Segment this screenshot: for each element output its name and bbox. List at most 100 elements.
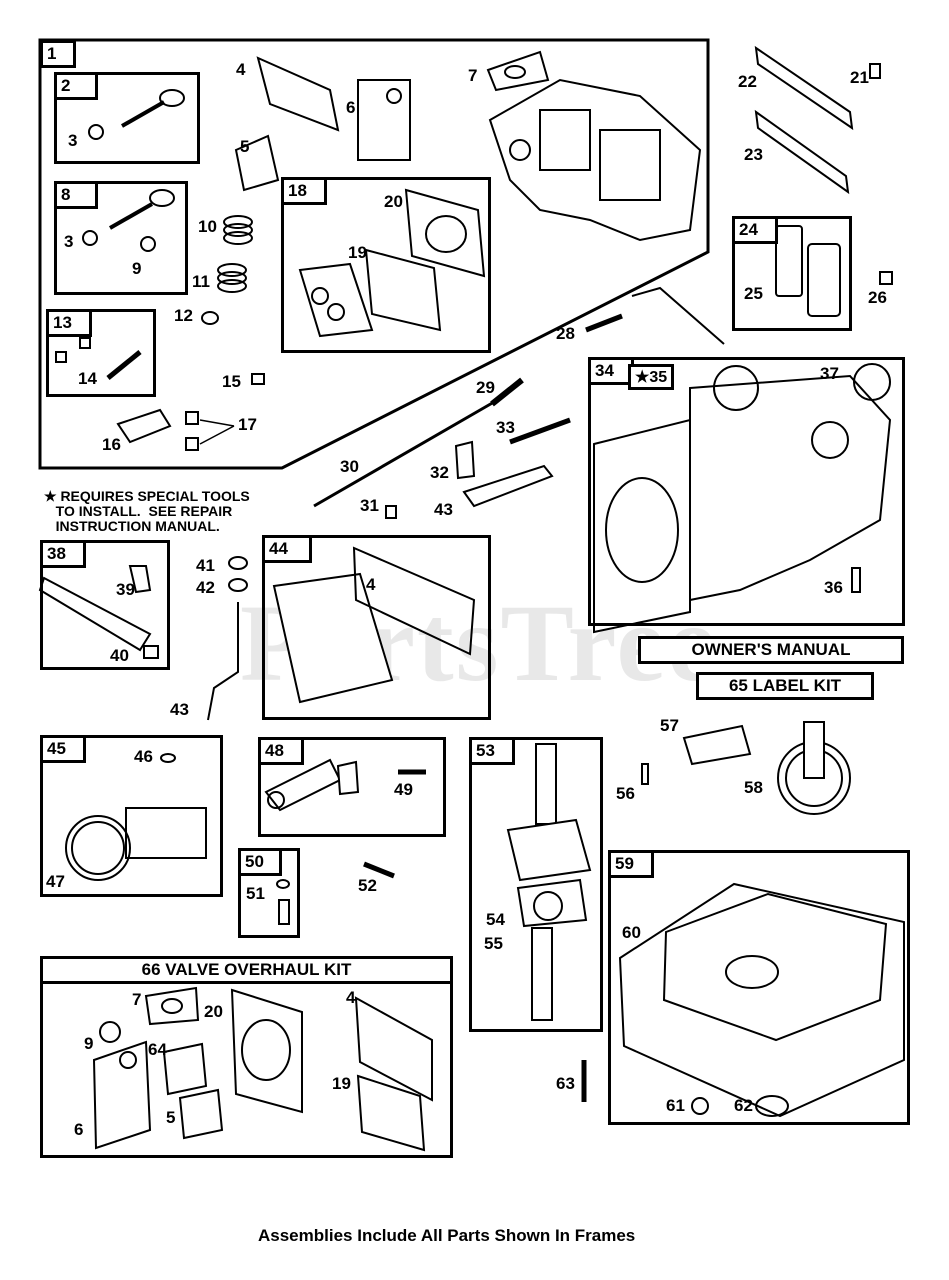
- part-43-rod-icon: [207, 602, 239, 721]
- part-16-rocker-icon: [116, 408, 172, 444]
- callout: 12: [174, 306, 193, 325]
- part-20-head-gasket-icon: [404, 188, 486, 278]
- frame-59: [608, 850, 910, 1125]
- callout: 33: [496, 418, 515, 437]
- frame-tag-45: 45: [40, 735, 86, 763]
- part-42-washer-icon: [228, 578, 248, 592]
- kit-19-gasket-icon: [356, 1074, 426, 1152]
- part-19-gasket-icon: [364, 248, 442, 332]
- callout: 10: [198, 217, 217, 236]
- callout: 47: [46, 872, 65, 891]
- callout: 55: [484, 934, 503, 953]
- part-2-valve-icon: [88, 89, 185, 140]
- part-7-gasket-icon: [486, 50, 550, 92]
- part-52-bolt-icon: [363, 861, 395, 879]
- part-30-rod-icon: [313, 400, 495, 508]
- part-44-muffler-icon: [272, 572, 394, 704]
- part-6-shield-icon: [357, 79, 411, 161]
- part-40-nut-icon: [143, 645, 159, 659]
- part-4b-gasket-icon: [352, 546, 476, 656]
- part-36-pin-icon: [851, 567, 861, 593]
- callout: 3: [64, 232, 74, 251]
- callout: 3: [68, 131, 78, 150]
- frame-tag-44: 44: [262, 535, 312, 563]
- part-45-piston-icon: [65, 753, 207, 881]
- callout: 29: [476, 378, 495, 397]
- part-31-screw-icon: [385, 505, 397, 519]
- part-26-screw-icon: [879, 271, 893, 285]
- part-59-sump-icon: [618, 882, 905, 1118]
- callout: 5: [166, 1108, 176, 1127]
- owners-manual-banner: OWNER'S MANUAL: [638, 636, 904, 664]
- callout: 21: [850, 68, 869, 87]
- part-39-bolt-icon: [128, 565, 152, 594]
- callout: 7: [132, 990, 142, 1009]
- frame-53: [469, 737, 603, 1032]
- part-56-pin-icon: [641, 763, 649, 785]
- callout: 43: [170, 700, 189, 719]
- frame-8: [54, 181, 188, 295]
- kit-64-gasket-icon: [162, 1042, 208, 1096]
- part-57-governor-icon: [682, 724, 752, 766]
- callout: 4: [346, 988, 356, 1007]
- frame-44: [262, 535, 491, 720]
- frame-tag-50: 50: [238, 848, 282, 876]
- kit-9-seal-icon: [99, 1021, 121, 1043]
- frame-48: [258, 737, 446, 837]
- dipstick-tube-icon: [631, 286, 725, 345]
- callout: 42: [196, 578, 215, 597]
- callout: 25: [744, 284, 763, 303]
- kit-5-gasket-icon: [178, 1088, 224, 1140]
- part-62-seal-icon: [755, 1095, 789, 1117]
- frame-34: [588, 357, 905, 626]
- frame-tag-53: 53: [469, 737, 515, 765]
- callout: 40: [110, 646, 129, 665]
- callout: 6: [346, 98, 356, 117]
- frame-13: [46, 309, 156, 397]
- frame-tag-2: 2: [54, 72, 98, 100]
- frame-18: [281, 177, 491, 353]
- valve-overhaul-kit-banner: 66 VALVE OVERHAUL KIT: [40, 956, 453, 984]
- part-21-screw-icon: [869, 63, 881, 79]
- callout: 6: [74, 1120, 84, 1139]
- part-15-screw-icon: [251, 373, 265, 385]
- callout: 32: [430, 463, 449, 482]
- part-29-tappet-icon: [490, 377, 524, 407]
- callout: 62: [734, 1096, 753, 1115]
- frame-tag-35: ★35: [628, 364, 674, 390]
- part-43-linkage-icon: [462, 464, 554, 508]
- callout: 63: [556, 1074, 575, 1093]
- callout: 58: [744, 778, 763, 797]
- part-13-breather-icon: [55, 337, 142, 380]
- callout: 56: [616, 784, 635, 803]
- callout: 28: [556, 324, 575, 343]
- callout: 9: [84, 1034, 94, 1053]
- part-28-bolt-icon: [585, 313, 623, 333]
- callout: 41: [196, 556, 215, 575]
- part-4-gasket-icon: [256, 56, 340, 132]
- part-46-clip-icon: [160, 753, 176, 763]
- frame-38: [40, 540, 170, 670]
- callout: 64: [148, 1040, 167, 1059]
- frame-tag-24: 24: [732, 216, 778, 244]
- frame-45: [40, 735, 223, 897]
- callout: 7: [468, 66, 478, 85]
- part-17-clip-icon: [185, 411, 199, 425]
- callout: 14: [78, 369, 97, 388]
- callout: 30: [340, 457, 359, 476]
- frame-24: [732, 216, 852, 331]
- special-tools-note: ★ REQUIRES SPECIAL TOOLS TO INSTALL. SEE…: [44, 488, 250, 534]
- callout: 61: [666, 1096, 685, 1115]
- callout: 4: [366, 575, 376, 594]
- part-1-cylinder-head-icon: [488, 78, 702, 242]
- callout: 20: [384, 192, 403, 211]
- callout: 22: [738, 72, 757, 91]
- callout: 51: [246, 884, 265, 903]
- frame-tag-13: 13: [46, 309, 92, 337]
- kit-20-gasket-icon: [230, 988, 303, 1114]
- callout: 37: [820, 364, 839, 383]
- callout: 19: [348, 243, 367, 262]
- callout: 11: [192, 272, 210, 291]
